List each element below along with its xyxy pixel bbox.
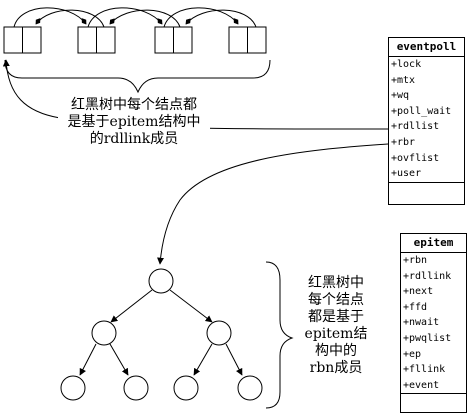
tree-note-line-4: epitem结 [304,326,368,342]
epitem-class-box: epitem +rbn +rdllink +next +ffd +nwait +… [400,233,467,413]
field-user: +user [391,168,422,180]
field-ovflist: +ovflist [391,152,440,164]
list-link-prev-1 [35,9,105,28]
tree-node-left [91,320,117,346]
field-next: +next [403,286,434,298]
eventpoll-title: eventpoll [389,38,464,57]
tree-note-line-2: 每个结点 [308,292,364,308]
rb-tree [60,268,263,401]
list-note-line-3: 的rdllink成员 [89,131,179,147]
field-ep: +ep [403,348,422,360]
epitem-fields: +rbn +rdllink +next +ffd +nwait +pwqlist… [401,253,466,395]
list-link-next-1 [13,7,87,28]
tree-note-line-6: rbn成员 [309,360,363,376]
tree-node-leaf-2 [123,375,149,401]
tree-node-root [148,268,174,294]
field-fllink: +fllink [403,364,446,376]
tree-note-line-5: 构中的 [315,343,357,359]
list-note-line-2: 是基于epitem结构中 [67,114,201,130]
tree-node-leaf-3 [173,375,199,401]
field-pwqlist: +pwqlist [403,332,452,344]
list-node-2 [77,26,116,54]
field-rbn: +rbn [403,255,428,266]
field-wq: +wq [391,90,410,102]
field-mtx: +mtx [391,74,416,86]
list-link-next-3 [163,7,239,28]
tree-note: 红黑树中 每个结点 都是基于 epitem结 构中的 rbn成员 [296,275,376,377]
list-note-line-1: 红黑树中每个结点都 [71,97,197,113]
list-node-1 [3,26,42,54]
field-rdllist: +rdllist [391,121,440,133]
field-rdllink: +rdllink [403,270,452,282]
field-event: +event [403,379,440,391]
eventpoll-fields: +lock +mtx +wq +poll_wait +rdllist +rbr … [389,57,464,183]
rbr-arrow [157,143,389,265]
field-poll-wait: +poll_wait [391,105,452,117]
tree-brace [265,261,294,409]
list-note: 红黑树中每个结点都 是基于epitem结构中 的rdllink成员 [58,97,210,148]
list-node-3 [154,26,193,54]
field-lock: +lock [391,59,422,70]
tree-node-leaf-4 [237,375,263,401]
tree-node-leaf-1 [60,375,86,401]
list-brace [4,59,271,94]
eventpoll-class-box: eventpoll +lock +mtx +wq +poll_wait +rdl… [388,37,465,205]
tree-note-line-3: 都是基于 [308,309,364,325]
field-nwait: +nwait [403,317,440,329]
tree-node-right [206,320,232,346]
tree-note-line-1: 红黑树中 [308,275,364,291]
eventpoll-methods [389,183,464,197]
epitem-title: epitem [401,234,466,253]
list-link-prev-2 [109,9,181,28]
linked-list [3,7,271,94]
field-ffd: +ffd [403,301,428,313]
list-link-next-2 [87,7,163,28]
list-node-4 [228,26,267,54]
field-rbr: +rbr [391,136,416,148]
list-link-prev-3 [185,9,257,28]
epitem-methods [401,394,466,408]
